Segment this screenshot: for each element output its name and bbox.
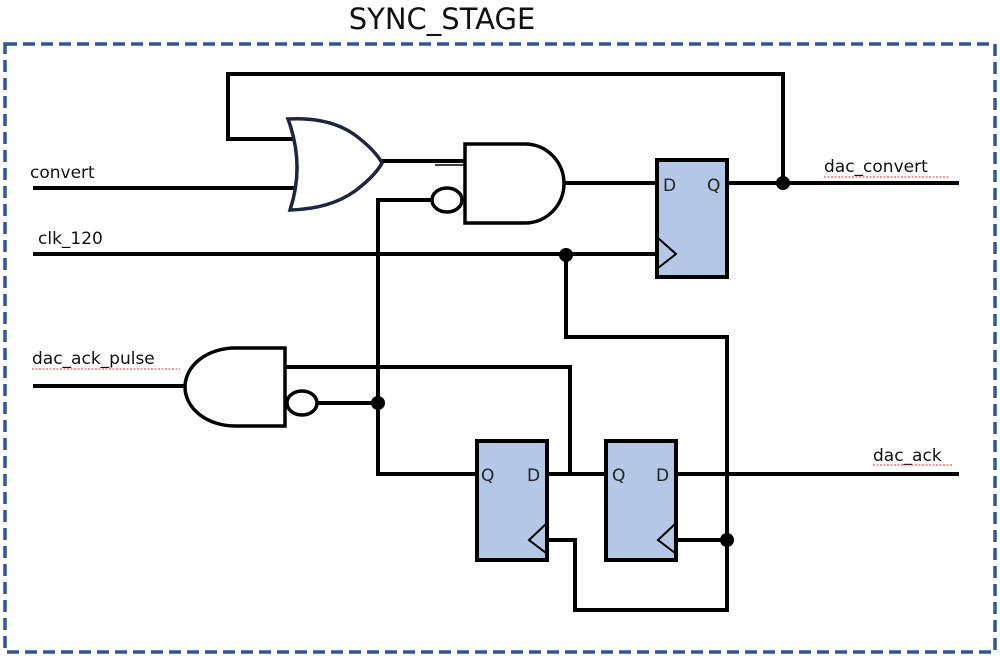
signal-label-convert: convert [30,163,95,183]
dff-bottom-1: Q D [475,439,549,562]
diagram-title: SYNC_STAGE [349,2,536,36]
signal-label-dac-ack-pulse: dac_ack_pulse [32,349,155,369]
dff-bottom-1-d-label: D [527,466,540,486]
dff-top-clock-icon [657,237,678,269]
junction-ack [371,396,385,410]
dff-bottom-2: Q D [604,439,678,562]
and-gate-top [463,142,566,225]
inverter-bubble-top [430,186,464,214]
dff-bottom-2-clock-icon [656,523,676,554]
signal-label-dac-ack: dac_ack [873,446,942,466]
signal-label-clk-120: clk_120 [38,229,103,249]
signal-label-dac-convert: dac_convert [824,157,928,177]
junction-clk [559,248,573,262]
wire-bottom-and-in1 [285,365,572,476]
wire-clk-branch [546,252,729,612]
dff-top-d-label: D [663,176,676,196]
dff-top-q-label: Q [707,176,720,196]
and-gate-bottom [183,346,287,428]
dff-bottom-1-q-label: Q [481,466,494,486]
dff-bottom-2-d-label: D [656,466,669,486]
or-gate [285,117,384,212]
wires [33,72,959,612]
dff-bottom-2-body [604,439,678,562]
dff-bottom-2-q-label: Q [612,466,625,486]
dff-bottom-1-clock-icon [527,523,547,554]
junction-dac-convert [776,176,790,190]
module-boundary [3,42,997,654]
dff-top-body [655,158,729,279]
wire-ack-feedback [376,198,478,476]
junction-clk-bottom [720,533,734,547]
wire-feedback-dac-convert [226,72,785,185]
inverter-bubble-bottom [285,389,319,417]
dff-top: D Q [655,158,729,279]
dff-bottom-1-body [475,439,549,562]
